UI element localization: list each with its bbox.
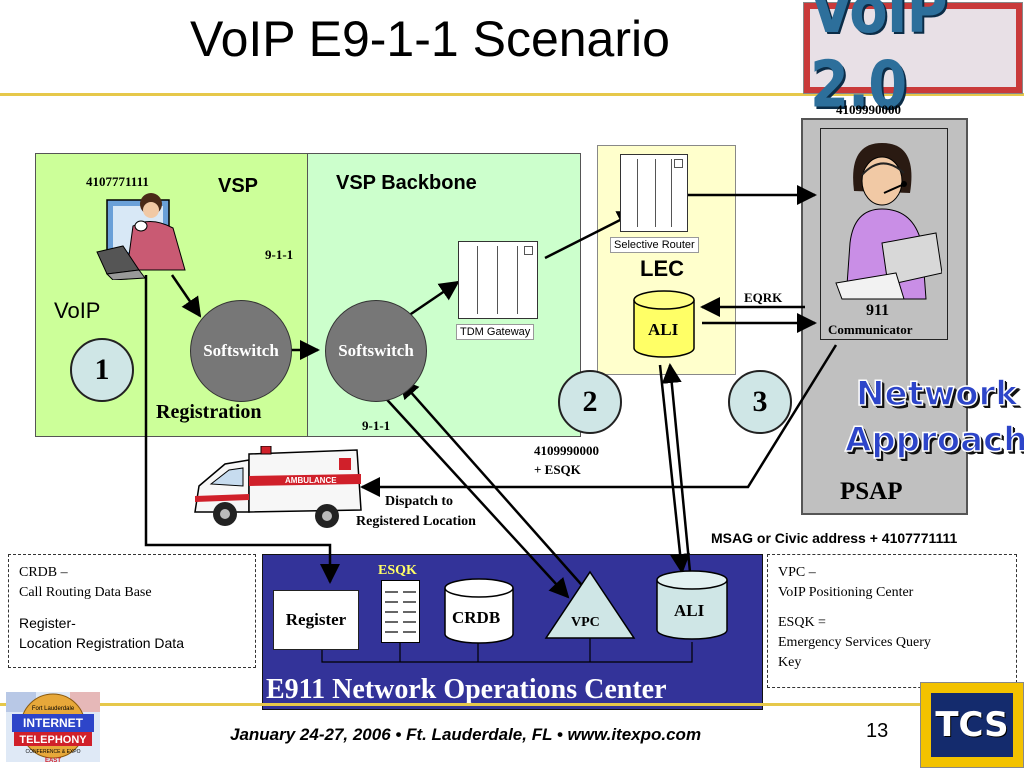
- arrow-psap-ambulance: [360, 344, 838, 497]
- communicator-label: Communicator: [828, 322, 913, 337]
- ambulance-text: AMBULANCE: [285, 476, 337, 485]
- network-approach-line2: Approach: [844, 419, 1024, 461]
- arrow-ali-noc-ali-1: [658, 364, 691, 574]
- itexpo-logo: Fort Lauderdale INTERNET TELEPHONY CONFE…: [4, 686, 102, 766]
- legend-crdb-title: CRDB –: [19, 565, 68, 580]
- expo-logo-line3: TELEPHONY: [19, 734, 87, 746]
- legend-register-desc: Location Registration Data: [19, 635, 184, 651]
- tcs-logo-text: TCS: [935, 705, 1009, 745]
- legend-register-title: Register-: [19, 615, 76, 631]
- voip-logo: VoIP 2.0: [803, 0, 1023, 123]
- ali-lec-database-icon: [633, 290, 695, 358]
- softswitch-vsp: Softswitch: [190, 300, 292, 402]
- caller-laptop-icon: [96, 193, 186, 280]
- route-esqk: + ESQK: [534, 462, 581, 477]
- noc-register-box: Register: [273, 590, 359, 650]
- dispatch-line2: Registered Location: [356, 514, 476, 529]
- crdb-database-icon: [444, 578, 514, 644]
- registration-label: Registration: [156, 401, 262, 423]
- dispatch-line1: Dispatch to: [385, 494, 454, 509]
- voip-label: VoIP: [54, 298, 101, 323]
- step-2-badge: 2: [558, 370, 622, 434]
- ali-noc-database-icon: [656, 570, 728, 640]
- legend-crdb-desc: Call Routing Data Base: [19, 585, 152, 600]
- expo-logo-line5: EAST: [45, 758, 61, 764]
- legend-vpc-desc: VoIP Positioning Center: [778, 585, 914, 600]
- psap-number: 4109990000: [836, 102, 901, 117]
- noc-bus: [321, 638, 693, 663]
- noc-ali-label: ALI: [674, 601, 705, 620]
- footer-divider: [0, 703, 1024, 706]
- ali-lec-label: ALI: [648, 320, 679, 339]
- dial-911-top: 9-1-1: [265, 247, 294, 262]
- page-title: VoIP E9-1-1 Scenario: [190, 11, 670, 67]
- legend-esqk-title: ESQK =: [778, 615, 826, 630]
- voip-logo-text: VoIP 2.0: [810, 0, 948, 123]
- ambulance-icon: AMBULANCE: [194, 446, 362, 528]
- expo-logo-line1: Fort Lauderdale: [32, 706, 75, 712]
- softswitch-backbone: Softswitch: [325, 300, 427, 402]
- step-1-badge: 1: [70, 338, 134, 402]
- dial-911-bottom: 9-1-1: [362, 418, 391, 433]
- selective-router-cabinet: [620, 154, 688, 232]
- noc-vpc-label: VPC: [571, 615, 600, 630]
- tcs-logo: TCS: [920, 682, 1024, 768]
- vsp-backbone-label: VSP Backbone: [336, 172, 477, 194]
- lec-label: LEC: [640, 256, 684, 281]
- noc-crdb-label: CRDB: [452, 608, 501, 627]
- vpc-triangle-icon: [544, 570, 636, 639]
- caller-number: 4107771111: [86, 174, 149, 189]
- expo-logo-line2: INTERNET: [23, 716, 84, 730]
- title-divider: [0, 93, 1024, 96]
- noc-esqk-label: ESQK: [378, 563, 417, 578]
- route-number: 4109990000: [534, 443, 599, 458]
- step-3-badge: 3: [728, 370, 792, 434]
- page-number: 13: [866, 720, 889, 742]
- vsp-label: VSP: [218, 175, 259, 197]
- legend-esqk-desc1: Emergency Services Query: [778, 635, 931, 650]
- legend-vpc-title: VPC –: [778, 565, 816, 580]
- noc-title: E911 Network Operations Center: [266, 674, 667, 705]
- tdm-gateway-label: TDM Gateway: [456, 324, 535, 340]
- legend-vpc-esqk: VPC – VoIP Positioning Center ESQK = Eme…: [767, 554, 1017, 688]
- expo-logo-line4: CONFERENCE & EXPO: [25, 749, 80, 755]
- selective-router-label: Selective Router: [610, 237, 699, 253]
- arrow-softswitch-tdm: [404, 280, 460, 320]
- call-taker-icon: [835, 143, 942, 300]
- legend-crdb-register: CRDB – Call Routing Data Base Register- …: [8, 554, 256, 668]
- arrow-ali-noc-ali-2: [661, 363, 692, 573]
- tdm-gateway-cabinet: [458, 241, 538, 319]
- network-approach-line1: Network: [855, 373, 1018, 415]
- eqrk-label: EQRK: [744, 290, 783, 305]
- arrow-softswitch-vpc: [379, 391, 570, 599]
- arrow-caller-softswitch: [170, 274, 202, 318]
- psap-label: PSAP: [840, 478, 903, 505]
- communicator-911: 911: [866, 302, 890, 319]
- footer-text: January 24-27, 2006 • Ft. Lauderdale, FL…: [230, 725, 702, 744]
- msag-label: MSAG or Civic address + 4107771111: [711, 530, 958, 546]
- arrow-caller-register: [144, 275, 340, 584]
- legend-esqk-desc2: Key: [778, 655, 802, 670]
- esqk-list-icon: [381, 580, 420, 643]
